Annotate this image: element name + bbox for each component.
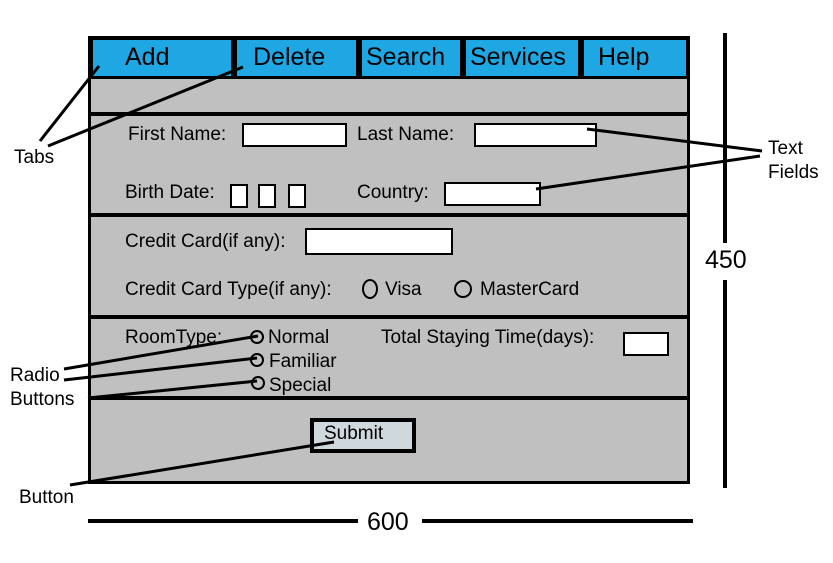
credit-card-label: Credit Card(if any): (125, 231, 286, 252)
tab-help[interactable]: Help (581, 37, 689, 79)
submit-button[interactable]: Submit (310, 418, 416, 453)
tabs-pointer-line (47, 65, 244, 148)
tabs-callout: Tabs (14, 147, 55, 168)
height-dimension-label: 450 (705, 246, 747, 274)
section-divider (88, 213, 690, 217)
tab-search-label: Search (366, 43, 446, 71)
radio-callout-line2: Buttons (10, 389, 75, 410)
radio-pointer-line (87, 379, 258, 400)
tabs-pointer-line (38, 65, 101, 142)
tab-delete[interactable]: Delete (234, 37, 359, 79)
radio-pointer-line (63, 356, 258, 382)
section-divider (88, 315, 690, 319)
section-divider (88, 112, 690, 116)
radio-callout-line1: Radio (10, 365, 60, 386)
tab-services-label: Services (470, 43, 566, 71)
text-fields-callout-line1: Text (768, 138, 803, 159)
tab-help-label: Help (598, 43, 650, 71)
birth-date-label: Birth Date: (125, 182, 215, 203)
tab-add[interactable]: Add (90, 37, 234, 79)
text-fields-pointer-line (535, 154, 761, 191)
button-pointer-line (69, 440, 335, 487)
tab-add-label: Add (125, 43, 170, 71)
birth-year-field[interactable] (288, 184, 306, 208)
first-name-field[interactable] (242, 123, 347, 147)
birth-month-field[interactable] (258, 184, 276, 208)
text-fields-pointer-line (586, 127, 763, 153)
card-type-label: Credit Card Type(if any): (125, 279, 332, 300)
country-field[interactable] (444, 182, 541, 206)
width-dimension-label: 600 (367, 508, 409, 536)
button-callout: Button (19, 487, 74, 508)
staying-time-label: Total Staying Time(days): (381, 327, 595, 348)
credit-card-field[interactable] (305, 228, 453, 255)
first-name-label: First Name: (128, 124, 227, 145)
text-fields-callout-line2: Fields (768, 162, 819, 183)
visa-radio[interactable] (362, 279, 378, 299)
last-name-field[interactable] (474, 123, 597, 147)
normal-label: Normal (268, 327, 330, 348)
tab-search[interactable]: Search (359, 37, 463, 79)
visa-label: Visa (385, 279, 422, 300)
birth-day-field[interactable] (230, 184, 248, 208)
radio-pointer-line (63, 334, 259, 371)
form-frame (88, 36, 690, 484)
tab-delete-label: Delete (253, 43, 326, 71)
tab-services[interactable]: Services (463, 37, 581, 79)
section-divider (88, 396, 690, 400)
last-name-label: Last Name: (357, 124, 455, 145)
familiar-label: Familiar (269, 351, 337, 372)
special-label: Special (269, 375, 332, 396)
staying-time-field[interactable] (623, 332, 669, 356)
room-type-label: RoomType: (125, 327, 223, 348)
mastercard-radio[interactable] (454, 280, 472, 298)
mastercard-label: MasterCard (480, 279, 580, 300)
country-label: Country: (357, 182, 429, 203)
